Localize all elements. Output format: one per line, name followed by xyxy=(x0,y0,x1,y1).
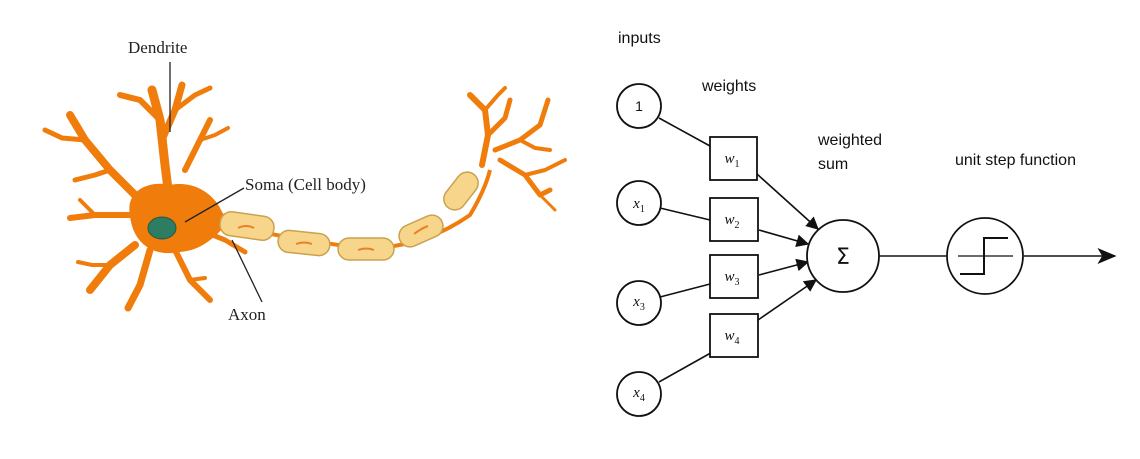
perceptron-diagram: 1 x1 x3 x4 w1 w2 w3 w4 xyxy=(616,30,1117,417)
edge-x3-w3 xyxy=(659,283,711,298)
svg-text:w3: w3 xyxy=(724,269,739,288)
dendrite-label: Dendrite xyxy=(128,38,187,57)
edge-input1-w1 xyxy=(658,117,711,147)
svg-text:x4: x4 xyxy=(632,385,645,404)
myelin-segment xyxy=(443,171,479,211)
inputs-label: inputs xyxy=(618,30,661,47)
svg-text:x3: x3 xyxy=(632,294,645,313)
weighted-sum-label-line2: sum xyxy=(818,156,848,173)
arrow-w4-sum xyxy=(757,279,818,321)
svg-text:w4: w4 xyxy=(724,328,739,347)
svg-text:w1: w1 xyxy=(724,151,739,170)
input-x4-node: x4 xyxy=(616,371,662,417)
arrow-w3-sum xyxy=(758,258,810,276)
soma-cell-body xyxy=(129,183,230,254)
dendrite-branches xyxy=(42,81,248,312)
unit-step-node xyxy=(946,217,1024,295)
weight-box-w3: w3 xyxy=(709,254,759,299)
axon-pointer xyxy=(231,239,263,303)
input-bias-node: 1 xyxy=(616,83,662,129)
input-x3-node: x3 xyxy=(616,280,662,326)
weight-box-w1: w1 xyxy=(709,136,758,181)
sigma-symbol: Σ xyxy=(836,245,850,270)
svg-text:1: 1 xyxy=(635,98,643,114)
axon-label: Axon xyxy=(228,305,266,324)
input-x1-node: x1 xyxy=(616,180,662,226)
arrow-w2-sum xyxy=(758,229,810,247)
edge-x4-w4 xyxy=(658,349,717,383)
soma-pointer xyxy=(184,187,245,223)
nucleus xyxy=(147,216,177,240)
weight-box-w4: w4 xyxy=(709,313,759,358)
step-function-icon xyxy=(960,237,1008,275)
neuron-illustration: Dendrite Soma (Cell body) Axon xyxy=(42,38,567,324)
weight-box-w2: w2 xyxy=(709,197,759,242)
unit-step-label: unit step function xyxy=(955,152,1076,169)
soma-label: Soma (Cell body) xyxy=(245,175,366,194)
axon-terminals xyxy=(467,86,567,212)
edge-x1-w2 xyxy=(659,207,711,221)
myelin-segment xyxy=(398,214,444,248)
svg-text:w2: w2 xyxy=(724,212,739,231)
axon-myelin xyxy=(219,169,492,261)
weights-label: weights xyxy=(701,78,756,95)
summation-node: Σ xyxy=(806,219,880,293)
weighted-sum-label-line1: weighted xyxy=(817,132,882,149)
svg-text:x1: x1 xyxy=(632,196,645,215)
arrow-w1-sum xyxy=(756,173,819,230)
